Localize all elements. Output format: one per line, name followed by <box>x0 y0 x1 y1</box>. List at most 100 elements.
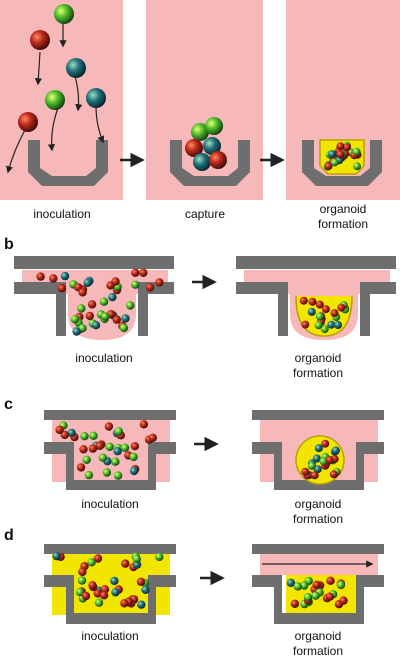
green-cell <box>77 304 86 313</box>
red-cell <box>93 554 103 563</box>
teal-cell <box>86 88 106 108</box>
teal-cell <box>327 320 336 329</box>
green-cell <box>105 442 114 451</box>
teal-cell <box>203 137 221 155</box>
teal-cell <box>83 278 92 287</box>
lid-wall <box>14 256 174 269</box>
trajectory-arrow <box>34 51 42 86</box>
teal-cell <box>129 466 139 476</box>
panel-d: d inoculation organoid formation <box>4 527 384 658</box>
green-cell <box>54 4 74 24</box>
green-cell <box>102 468 112 477</box>
green-cell <box>113 471 123 480</box>
red-cell <box>79 445 88 454</box>
teal-cell <box>108 293 117 302</box>
teal-cell <box>307 307 316 316</box>
red-cell <box>131 268 140 277</box>
red-cell <box>148 433 157 442</box>
d2-cells <box>286 576 348 609</box>
b2-cells <box>299 296 350 334</box>
green-cell <box>131 280 140 289</box>
red-cell <box>60 430 69 440</box>
green-cell <box>352 147 361 156</box>
a1-cells <box>18 4 106 132</box>
red-cell <box>209 151 227 169</box>
well-wall-right <box>138 282 174 336</box>
teal-cell <box>328 150 337 159</box>
red-cell <box>325 456 334 464</box>
caption-organoid: organoid <box>295 351 342 365</box>
caption-formation: formation <box>318 217 368 231</box>
red-cell <box>55 425 64 435</box>
panel-c: c inoculation organoid formation <box>4 396 384 526</box>
green-cell <box>311 591 320 600</box>
teal-cell <box>193 153 211 171</box>
caption-inoculation: inoculation <box>75 351 132 365</box>
caption-inoculation: inoculation <box>81 629 138 643</box>
red-cell <box>120 599 129 608</box>
green-cell <box>307 461 316 470</box>
teal-cell <box>314 444 323 453</box>
teal-cell <box>72 327 81 336</box>
trajectory-arrow <box>95 105 105 144</box>
green-cell <box>77 576 87 585</box>
red-cell <box>301 320 310 329</box>
red-cell <box>49 274 58 283</box>
red-cell <box>312 580 321 589</box>
green-cell <box>319 457 328 466</box>
b1-cells <box>36 268 164 336</box>
red-cell <box>337 303 346 312</box>
green-cell <box>87 558 96 567</box>
green-cell <box>111 457 120 466</box>
lid-wall <box>44 544 176 554</box>
caption-organoid: organoid <box>320 202 367 216</box>
green-cell <box>94 598 104 607</box>
green-cell <box>84 470 94 480</box>
well-wall-left <box>236 282 288 336</box>
green-cell <box>82 455 91 464</box>
well-wall <box>44 442 176 490</box>
lid-wall <box>44 410 176 420</box>
teal-cell <box>121 314 130 323</box>
green-cell <box>330 158 339 167</box>
red-cell <box>57 284 67 293</box>
red-cell <box>78 567 87 577</box>
red-cell <box>81 591 91 601</box>
red-cell <box>301 467 310 476</box>
trajectory-arrow <box>47 107 59 152</box>
medium-background <box>260 551 378 575</box>
capture-well <box>170 140 250 186</box>
red-cell <box>130 442 140 451</box>
d1-cells <box>52 551 164 609</box>
green-cell <box>293 582 302 591</box>
caption-capture: capture <box>185 207 225 221</box>
red-cell <box>290 599 300 608</box>
a3-cells <box>323 141 362 171</box>
green-cell <box>315 312 324 321</box>
teal-cell <box>110 576 119 586</box>
green-cell <box>120 443 130 452</box>
green-cell <box>336 580 346 590</box>
red-cell <box>88 444 98 453</box>
green-cell <box>98 453 108 462</box>
red-cell <box>308 297 317 306</box>
c1-cells <box>55 420 157 480</box>
teal-cell <box>60 271 70 281</box>
well-wall <box>44 575 176 624</box>
green-cell <box>75 587 85 597</box>
red-cell <box>336 142 345 151</box>
red-cell <box>36 272 45 281</box>
teal-cell <box>91 321 101 330</box>
red-cell <box>321 439 330 448</box>
caption-inoculation: inoculation <box>33 207 90 221</box>
red-cell <box>30 30 50 50</box>
red-cell <box>136 577 146 586</box>
red-cell <box>87 300 97 309</box>
red-cell <box>336 150 345 159</box>
red-cell <box>104 422 114 431</box>
teal-cell <box>111 588 120 597</box>
red-cell <box>310 471 319 480</box>
red-cell <box>93 589 102 598</box>
red-cell <box>155 278 164 287</box>
red-cell <box>325 592 335 601</box>
